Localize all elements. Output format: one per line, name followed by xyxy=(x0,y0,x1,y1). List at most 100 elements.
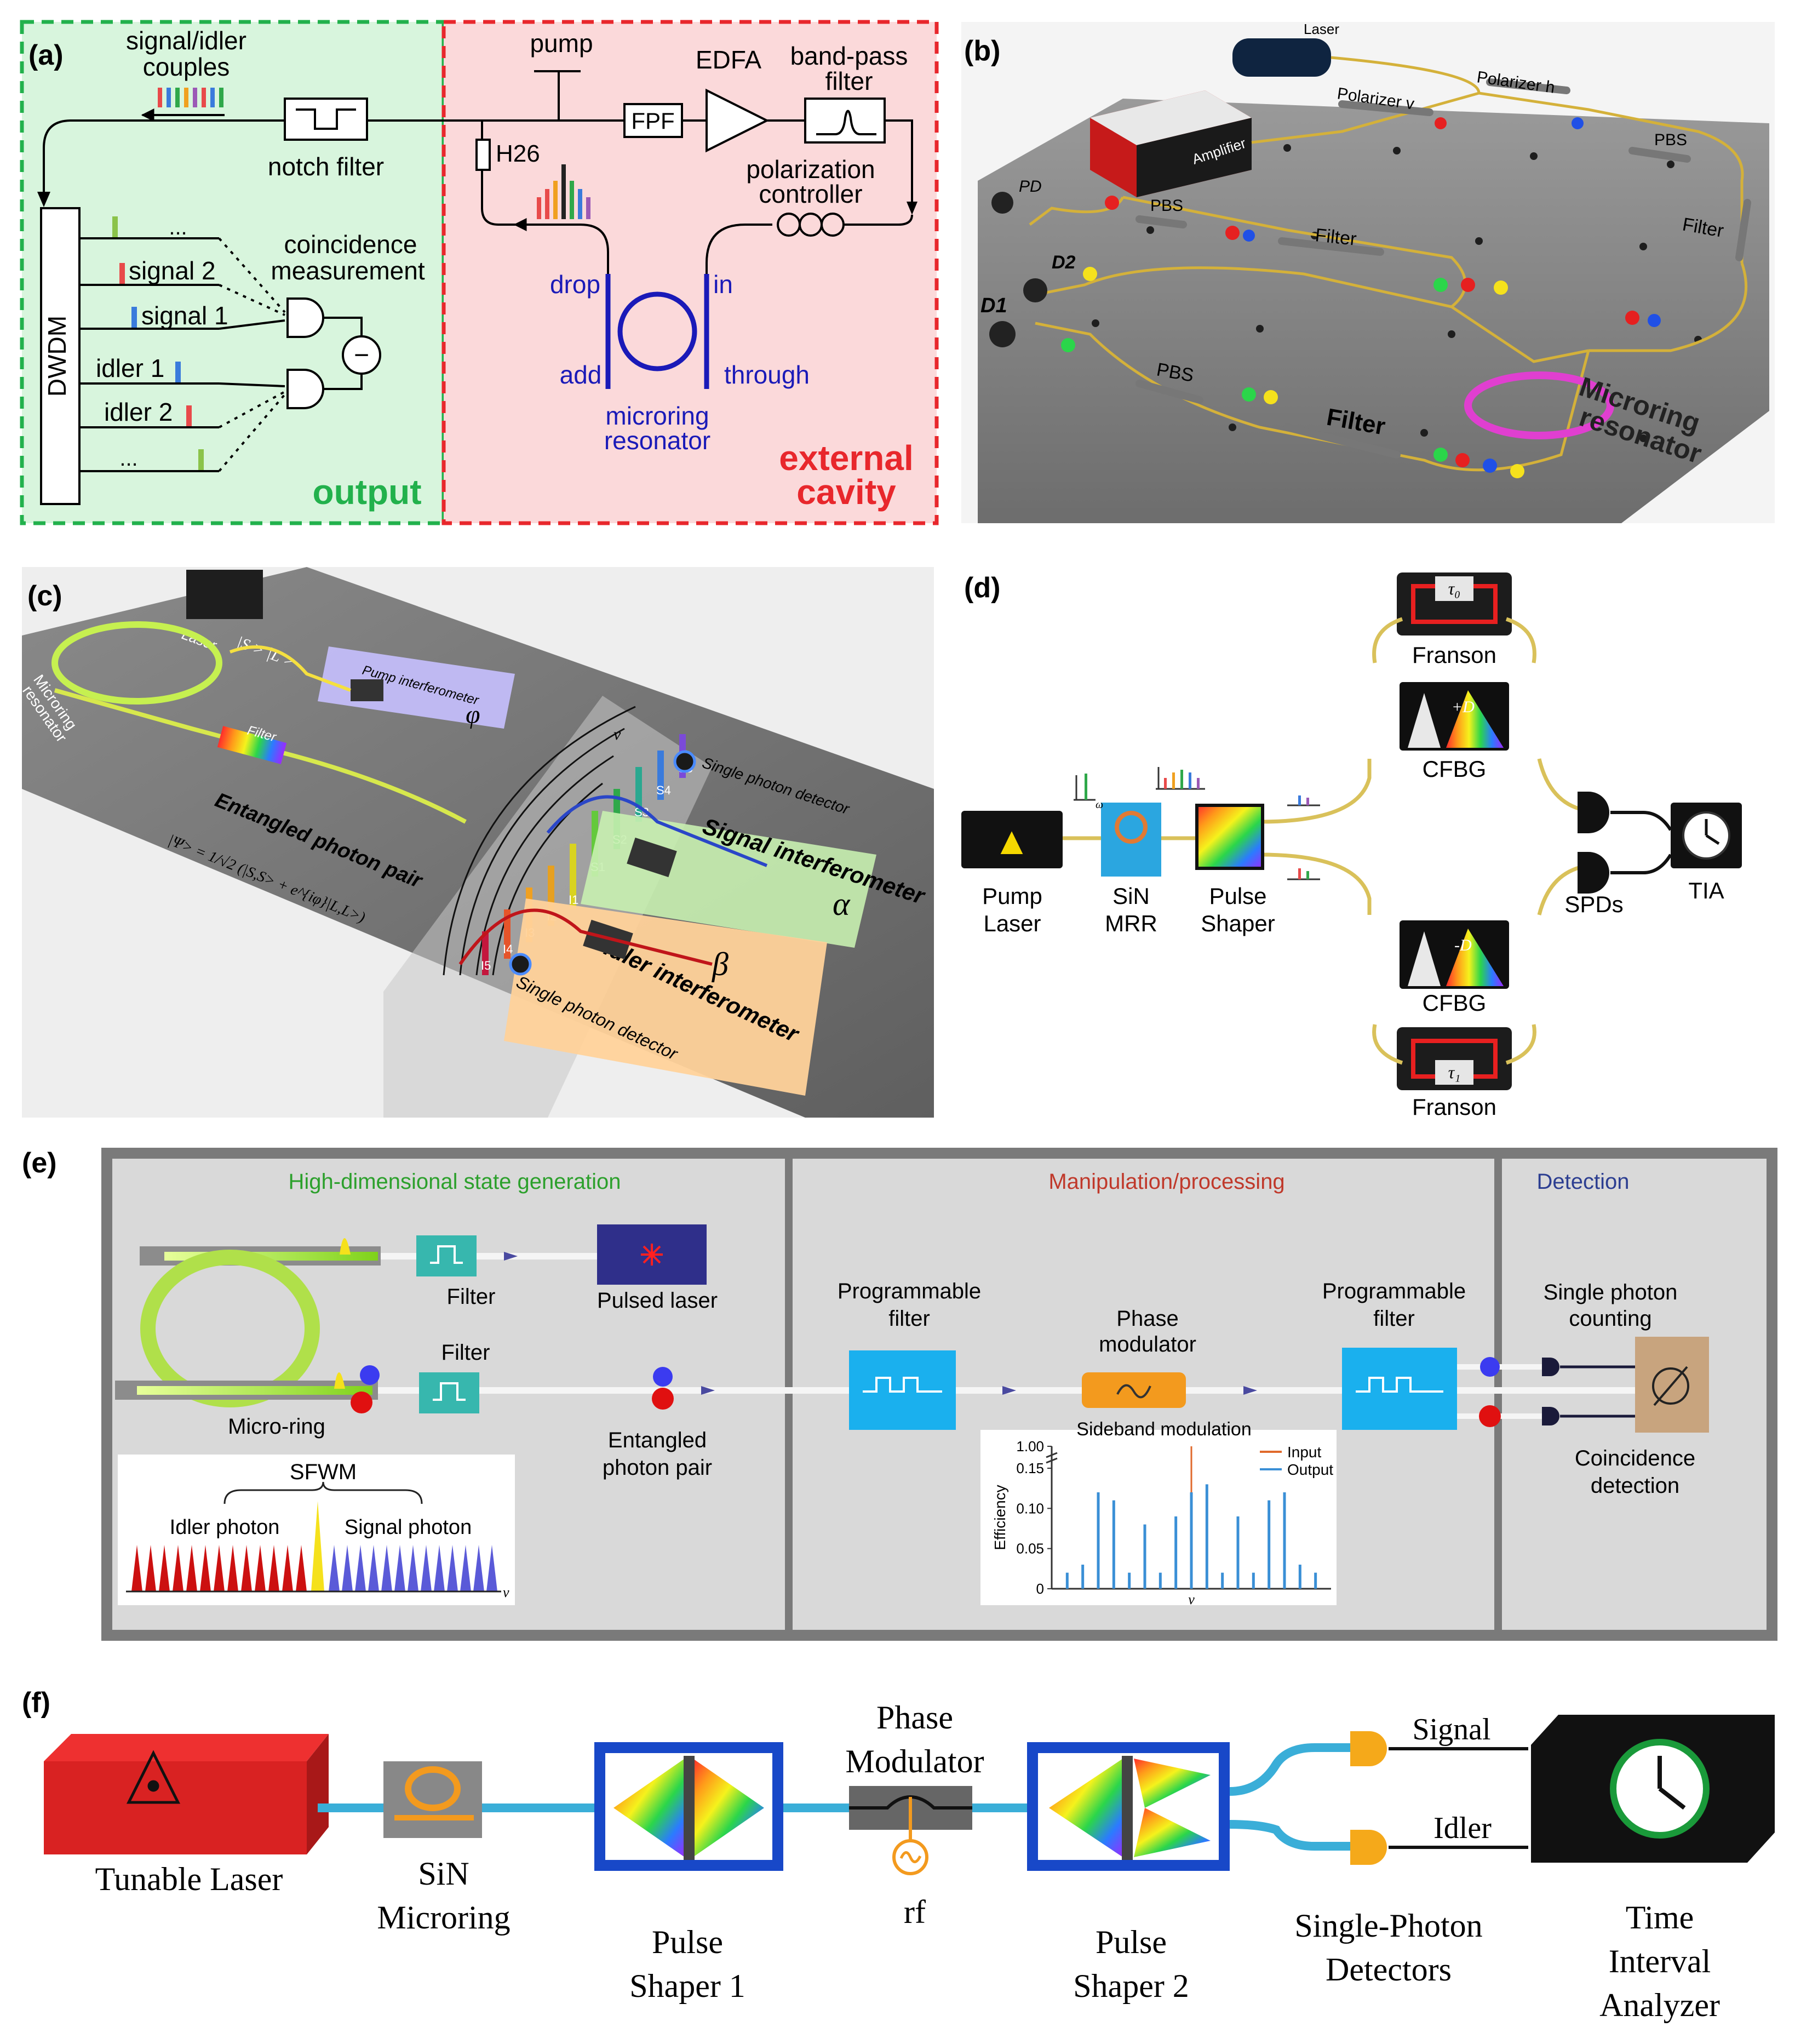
signal-idler-comb-icon xyxy=(158,88,223,107)
sfwm-idler-peak xyxy=(159,1545,170,1591)
cfbg-top-label: CFBG xyxy=(1423,756,1487,782)
signal2-marker xyxy=(119,263,125,284)
pump-coupler xyxy=(351,679,383,701)
h26-label: H26 xyxy=(496,140,540,167)
phase-mod-label-2: modulator xyxy=(1099,1332,1196,1356)
filter-1-label: Filter xyxy=(1314,225,1357,250)
panel-b: (b) Laser Amplifier Polarizer v Polarize… xyxy=(961,21,1775,523)
laser-label: Laser xyxy=(1304,21,1339,37)
spds-label: SPDs xyxy=(1564,891,1623,917)
single-photon-detector-bottom xyxy=(509,953,532,976)
down-arrow xyxy=(907,202,917,215)
section-manipulation-label: Manipulation/processing xyxy=(1048,1170,1284,1194)
edfa-amplifier xyxy=(706,88,770,153)
cfbg-bottom: -D xyxy=(1400,920,1509,989)
prog-filter-2-icon xyxy=(1356,1377,1443,1393)
sfwm-idler-peak xyxy=(296,1545,307,1591)
entangled-label-1: Entangled xyxy=(608,1428,707,1452)
chart-y-tick-label: 0.15 xyxy=(1016,1460,1044,1476)
signal-label-f: Signal xyxy=(1412,1713,1490,1747)
dots-bottom: ... xyxy=(119,446,137,471)
sfwm-brace xyxy=(223,1481,423,1504)
chart-y-tick-label: 0.05 xyxy=(1016,1541,1044,1557)
pump-fiber-c xyxy=(229,645,352,692)
omega-label: ω xyxy=(1096,799,1103,811)
sfwm-idler-peak xyxy=(282,1545,293,1591)
microring-label-2: resonator xyxy=(604,426,710,455)
pd-detector xyxy=(991,192,1013,214)
sfwm-idler-peak xyxy=(227,1545,238,1591)
sfwm-signal-peak xyxy=(368,1545,379,1591)
spd-f-upper xyxy=(1350,1731,1387,1766)
dwdm-input-arrow xyxy=(37,192,50,207)
through-label: through xyxy=(724,360,810,389)
notch-filter-box xyxy=(284,98,368,141)
dwdm-output-lines xyxy=(79,237,219,472)
sfwm-idler-peak xyxy=(131,1545,142,1591)
franson-bottom: τ₁ xyxy=(1372,1024,1536,1090)
plus-d-label: +D xyxy=(1452,698,1475,716)
prog-filter-2-label-a: Programmable xyxy=(1322,1279,1466,1303)
pump-pulse-icon-bottom xyxy=(334,1372,345,1389)
panel-e: (e) High-dimensional state generation Ma… xyxy=(22,1147,1777,1641)
d1-detector xyxy=(989,321,1016,347)
pulsed-laser-label: Pulsed laser xyxy=(597,1289,718,1313)
svg-text:S4: S4 xyxy=(656,783,671,797)
sfwm-signal-peak xyxy=(434,1545,445,1591)
sin-microring-chip xyxy=(383,1761,482,1838)
cavity-fiber-left xyxy=(481,119,624,226)
polarizer-h xyxy=(1486,78,1570,94)
signal2-label: signal 2 xyxy=(129,256,216,285)
chart-axis-break xyxy=(1046,1452,1058,1464)
signal1-label: signal 1 xyxy=(141,301,228,330)
d1-label: D1 xyxy=(980,294,1007,317)
pd-label: PD xyxy=(1019,178,1042,196)
sfwm-idler-peaks xyxy=(131,1545,307,1591)
pump-label: pump xyxy=(530,29,593,58)
fiber-f-signal xyxy=(1229,1743,1353,1796)
microring-label-1: microring xyxy=(605,402,709,430)
chart-xlabel: ν xyxy=(1188,1591,1195,1607)
micro-ring-label: Micro-ring xyxy=(228,1415,325,1439)
cfbg-bottom-label: CFBG xyxy=(1423,990,1487,1016)
chart-title: Sideband modulation xyxy=(1076,1419,1251,1440)
line-marker-green-bottom xyxy=(198,449,204,470)
sfwm-signal-peak xyxy=(381,1545,392,1591)
rf-label: rf xyxy=(904,1894,926,1930)
beta-symbol: β xyxy=(712,946,729,982)
filter-top-e xyxy=(416,1235,477,1276)
tia-label-f-3: Analyzer xyxy=(1599,1987,1720,2023)
sfwm-inset: SFWM Idler photon Signal photon ν xyxy=(118,1455,515,1605)
filter-2 xyxy=(1283,423,1401,459)
microring-ring xyxy=(617,291,697,371)
sfwm-idler-peak xyxy=(255,1545,266,1591)
phase-label-f-1: Phase xyxy=(876,1699,953,1736)
detector-upper xyxy=(286,297,324,338)
phase-modulator-icon xyxy=(1116,1384,1151,1399)
chart-y-tick-label: 0.10 xyxy=(1016,1500,1044,1516)
spd-e-upper xyxy=(1542,1358,1559,1376)
svg-text:I4: I4 xyxy=(503,942,513,956)
coincidence-label-2: detection xyxy=(1591,1474,1679,1498)
tia-label-f-1: Time xyxy=(1626,1899,1694,1936)
sfwm-signal-peak xyxy=(408,1545,418,1591)
microring-c xyxy=(51,621,222,705)
fiber-f-idler xyxy=(1229,1820,1353,1851)
cfbg-top: +D xyxy=(1400,682,1509,751)
phase-mod-label-1: Phase xyxy=(1116,1307,1178,1331)
in-label: in xyxy=(713,270,733,299)
laser-burst-icon xyxy=(641,1244,663,1266)
panel-e-label: (e) xyxy=(22,1147,57,1179)
franson-top: τ₀ xyxy=(1372,572,1536,663)
panel-a-label: (a) xyxy=(28,39,64,71)
sfwm-pump-peak xyxy=(311,1501,324,1591)
chart-legend-label: Input xyxy=(1287,1444,1321,1461)
waveguide-c xyxy=(54,688,467,824)
spd-f-lower xyxy=(1350,1830,1387,1865)
sin-microring-ring xyxy=(405,1766,461,1811)
sfwm-idler-peak xyxy=(214,1545,225,1591)
idler-label-f: Idler xyxy=(1433,1811,1492,1845)
sfwm-label: SFWM xyxy=(290,1460,357,1484)
sfwm-nu: ν xyxy=(503,1584,509,1600)
